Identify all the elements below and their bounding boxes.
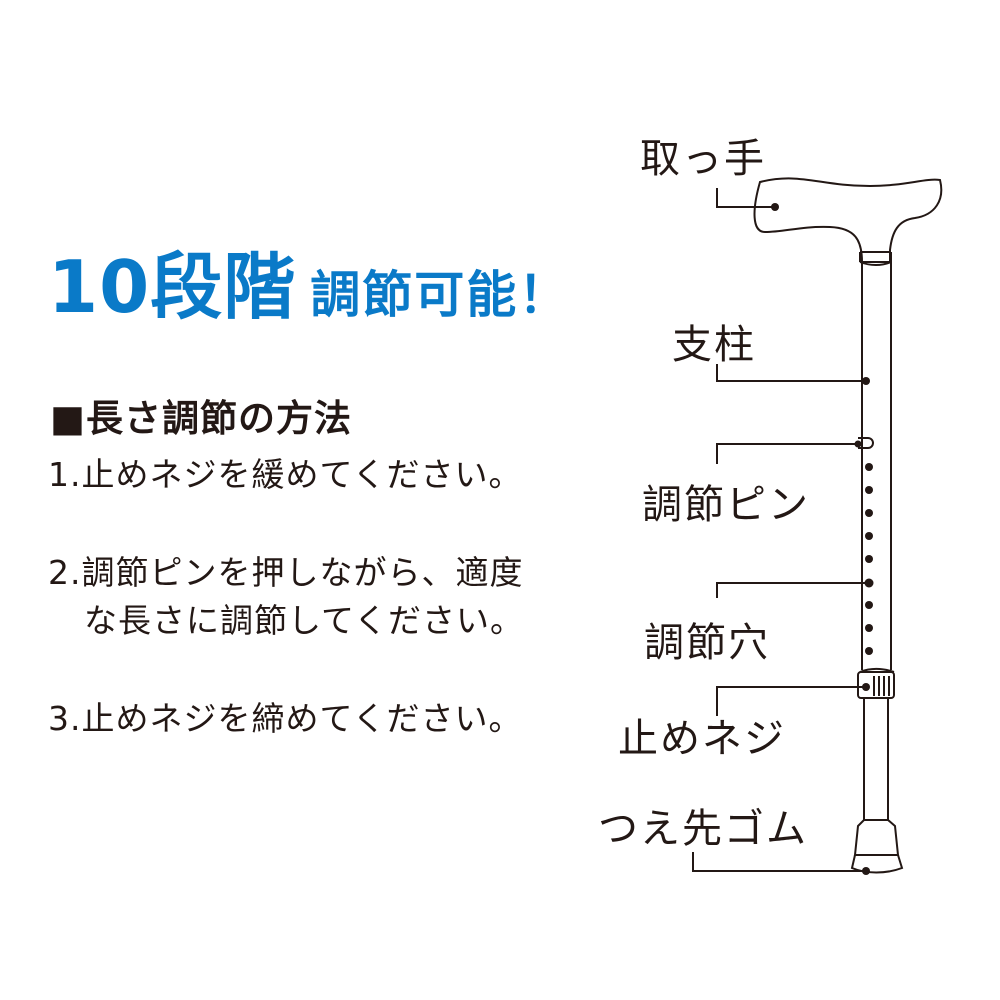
leader-tip xyxy=(692,852,866,872)
leader-hole xyxy=(716,582,868,598)
label-adjust-hole: 調節穴 xyxy=(644,620,770,666)
headline-rest: 調節可能！ xyxy=(310,266,571,324)
step-2-line-1: 2.調節ピンを押しながら、適度 xyxy=(48,553,524,592)
label-shaft: 支柱 xyxy=(672,322,756,368)
instructions-title: ■長さ調節の方法 xyxy=(50,397,352,440)
label-adjust-pin: 調節ピン xyxy=(642,482,810,528)
step-1: 1.止めネジを緩めてください。 xyxy=(48,455,523,494)
headline-number: 10段階 xyxy=(48,245,297,329)
leader-shaft xyxy=(716,364,866,382)
label-handle: 取っ手 xyxy=(640,136,766,182)
leader-pin xyxy=(716,443,858,464)
label-rubber-tip: つえ先ゴム xyxy=(598,806,808,852)
step-3: 3.止めネジを締めてください。 xyxy=(48,699,523,738)
step-2-line-2: な長さに調節してください。 xyxy=(84,601,525,640)
leader-handle xyxy=(716,188,775,208)
handle-shape xyxy=(753,177,943,263)
label-lock-screw: 止めネジ xyxy=(618,716,786,762)
headline: 10段階調節可能！ xyxy=(48,228,570,333)
leader-screw xyxy=(716,686,864,716)
